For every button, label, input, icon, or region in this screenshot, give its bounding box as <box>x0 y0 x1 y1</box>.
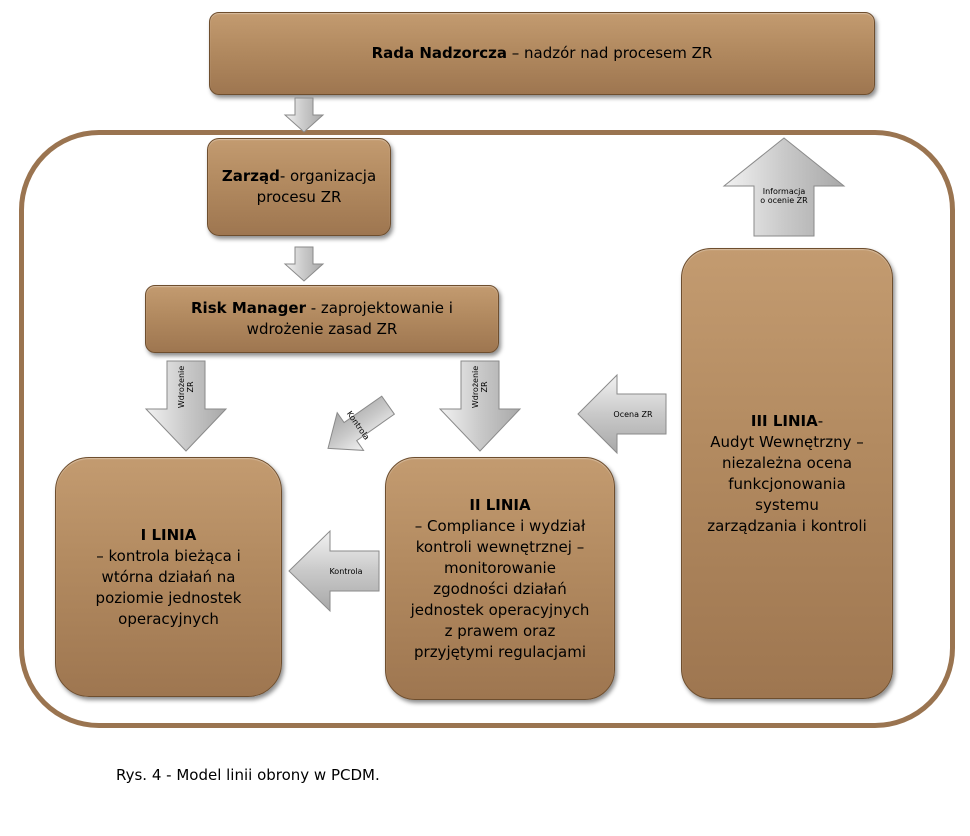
arrow-information-up: Informacja o ocenie ZR <box>722 137 846 237</box>
third-line-text-4: systemu <box>755 495 819 514</box>
first-line-box: I LINIA – kontrola bieżąca i wtórna dzia… <box>55 457 282 697</box>
third-line-text-3: funkcjonowania <box>728 474 846 493</box>
arrow-assessment-label: Ocena ZR <box>613 410 653 419</box>
third-line-text-1: Audyt Wewnętrzny – <box>710 432 864 451</box>
risk-manager-title: Risk Manager <box>191 299 306 317</box>
first-line-text-4: operacyjnych <box>118 609 219 628</box>
arrow-deploy-right-label-2: ZR <box>480 381 489 393</box>
second-line-title: II LINIA <box>469 495 531 514</box>
second-line-text-1: – Compliance i wydział <box>414 516 586 535</box>
risk-manager-text-1: - zaprojektowanie i <box>305 299 453 317</box>
management-title: Zarząd <box>221 167 280 185</box>
arrow-control-left-label: Kontrola <box>329 567 363 576</box>
third-line-title: III LINIA <box>750 411 818 430</box>
organization-frame <box>19 130 955 728</box>
third-line-text-2: niezależna ocena <box>721 453 853 472</box>
first-line-text-2: wtórna działań na <box>101 567 236 586</box>
arrow-deploy-left: Wdrożenie ZR <box>144 360 228 452</box>
arrow-control-diagonal: Kontrola <box>316 385 400 465</box>
second-line-text-7: przyjętymi regulacjami <box>414 642 586 661</box>
figure-caption: Rys. 4 - Model linii obrony w PCDM. <box>116 766 380 784</box>
arrow-information-label-1: Informacja <box>762 187 806 196</box>
third-line-box: III LINIA- Audyt Wewnętrzny – niezależna… <box>681 248 893 699</box>
first-line-text-1: – kontrola bieżąca i <box>96 546 241 565</box>
management-text-1: - organizacja <box>279 167 377 185</box>
arrow-deploy-left-label-2: ZR <box>186 381 195 393</box>
second-line-text-5: jednostek operacyjnych <box>410 600 590 619</box>
arrow-management-to-risk-manager <box>283 246 325 282</box>
first-line-title: I LINIA <box>140 525 197 544</box>
second-line-text-4: zgodności działań <box>433 579 567 598</box>
management-text-2: procesu ZR <box>256 188 342 206</box>
second-line-box: II LINIA – Compliance i wydział kontroli… <box>385 457 615 700</box>
third-line-text-5: zarządzania i kontroli <box>707 516 867 535</box>
arrow-deploy-right-label-1: Wdrożenie <box>471 365 480 409</box>
second-line-text-6: z prawem oraz <box>444 621 556 640</box>
board-box: Rada Nadzorcza – nadzór nad procesem ZR <box>209 12 875 95</box>
arrow-assessment-left: Ocena ZR <box>577 373 667 455</box>
risk-manager-text-2: wdrożenie zasad ZR <box>246 320 398 338</box>
second-line-text-2: kontroli wewnętrznej – <box>415 537 585 556</box>
third-line-title-suffix: - <box>817 411 824 430</box>
first-line-text-3: poziomie jednostek <box>95 588 242 607</box>
arrow-deploy-right: Wdrożenie ZR <box>438 360 522 452</box>
arrow-deploy-left-label-1: Wdrożenie <box>177 365 186 409</box>
board-text: – nadzór nad procesem ZR <box>506 44 713 62</box>
arrow-board-to-management <box>283 97 325 133</box>
board-title: Rada Nadzorcza <box>371 44 507 62</box>
second-line-text-3: monitorowanie <box>444 558 556 577</box>
management-box: Zarząd- organizacja procesu ZR <box>207 138 391 236</box>
arrow-control-left: Kontrola <box>288 529 380 613</box>
arrow-information-label-2: o ocenie ZR <box>760 196 808 205</box>
risk-manager-box: Risk Manager - zaprojektowanie i wdrożen… <box>145 285 499 353</box>
